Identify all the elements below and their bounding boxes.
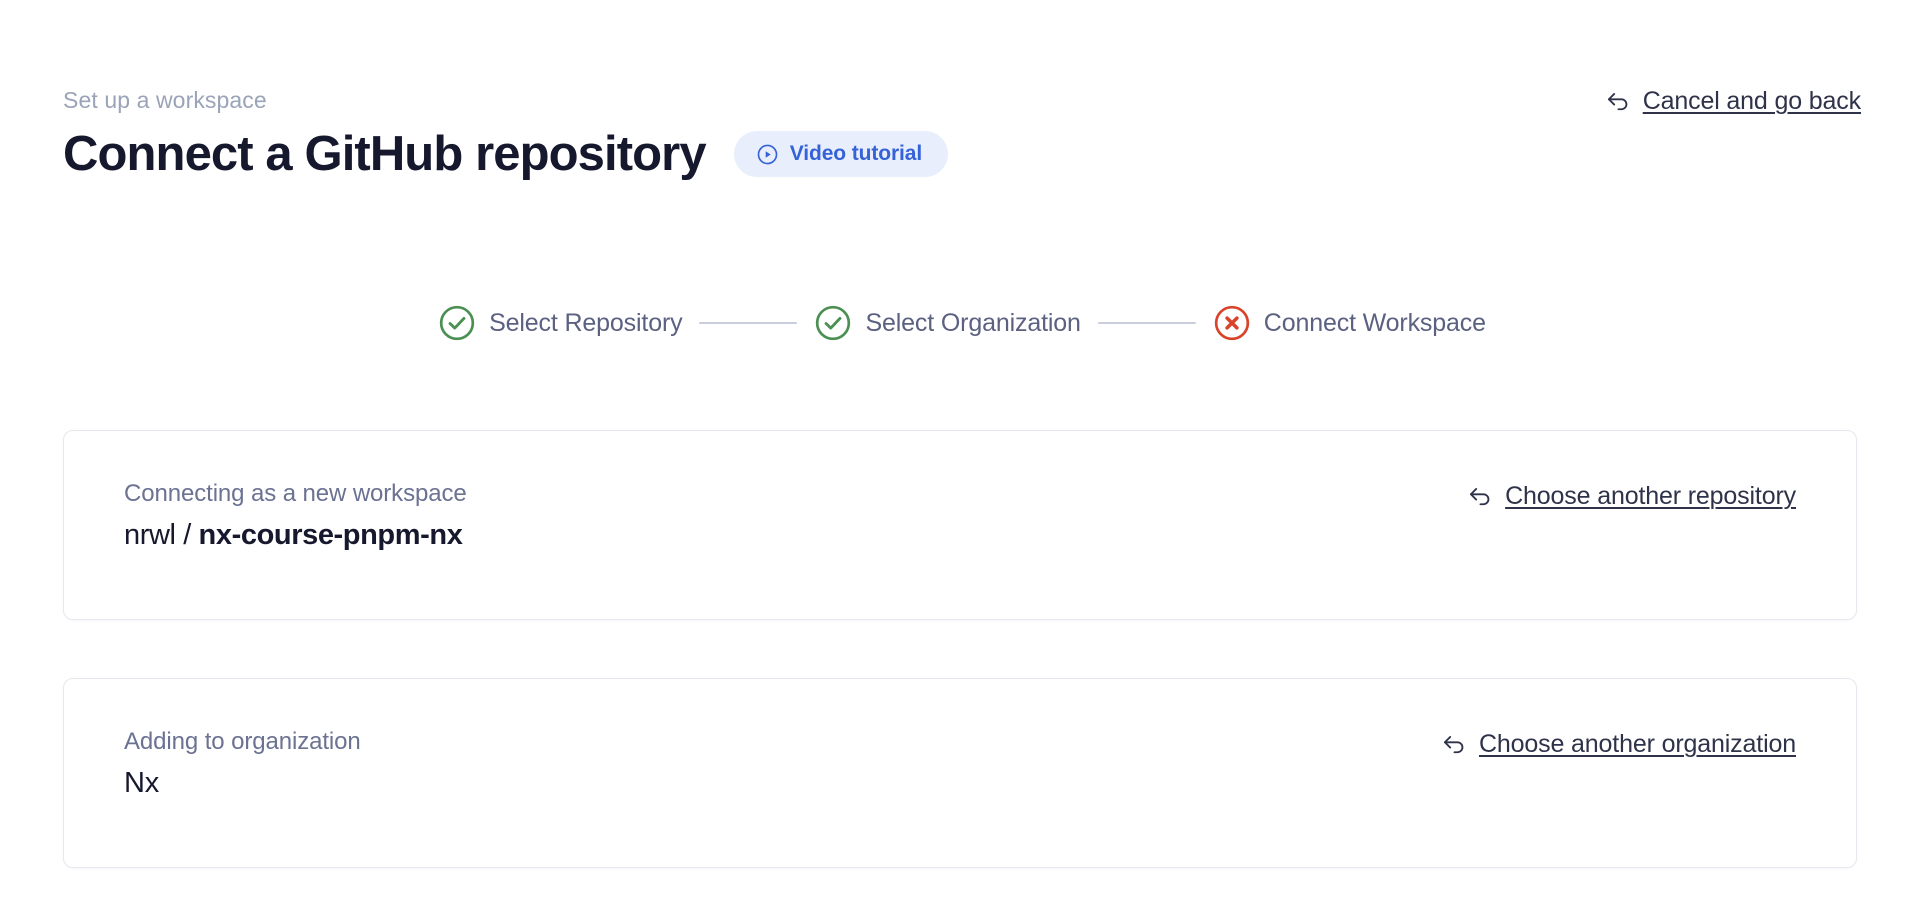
- stepper-step-select-organization[interactable]: Select Organization: [814, 304, 1081, 342]
- stepper-label-select-repository: Select Repository: [489, 309, 683, 337]
- choose-another-organization-link[interactable]: Choose another organization: [1441, 729, 1796, 759]
- organization-card-content: Adding to organization Nx: [124, 727, 361, 801]
- choose-another-repository-label: Choose another repository: [1505, 482, 1796, 510]
- repository-owner: nrwl /: [124, 519, 199, 551]
- page-title: Connect a GitHub repository: [63, 127, 707, 181]
- organization-card: Adding to organization Nx Choose another…: [63, 678, 1857, 868]
- progress-stepper: Select Repository Select Organization Co…: [0, 304, 1924, 342]
- repository-card: Connecting as a new workspace nrwl / nx-…: [63, 430, 1857, 620]
- arrow-uturn-left-icon: [1605, 88, 1631, 114]
- page-header: Set up a workspace Connect a GitHub repo…: [63, 86, 1861, 183]
- cancel-and-go-back-link[interactable]: Cancel and go back: [1605, 86, 1861, 116]
- repository-card-value: nrwl / nx-course-pnpm-nx: [124, 517, 467, 553]
- check-circle-icon: [438, 304, 476, 342]
- choose-another-organization-label: Choose another organization: [1478, 730, 1796, 758]
- repository-card-content: Connecting as a new workspace nrwl / nx-…: [124, 479, 467, 553]
- stepper-connector-2: [1097, 322, 1196, 324]
- video-tutorial-label: Video tutorial: [789, 142, 923, 165]
- title-row: Connect a GitHub repository Video tutori…: [63, 125, 1861, 183]
- repository-card-caption: Connecting as a new workspace: [124, 480, 467, 507]
- arrow-uturn-left-icon: [1467, 483, 1493, 509]
- repository-name: nx-course-pnpm-nx: [198, 519, 463, 551]
- play-circle-icon: [756, 143, 779, 166]
- check-circle-icon: [814, 304, 852, 342]
- stepper-label-select-organization: Select Organization: [865, 309, 1081, 337]
- page-eyebrow: Set up a workspace: [63, 87, 267, 113]
- stepper-connector-1: [699, 322, 798, 324]
- stepper-step-connect-workspace[interactable]: Connect Workspace: [1213, 304, 1486, 342]
- choose-another-repository-link[interactable]: Choose another repository: [1467, 481, 1796, 511]
- arrow-uturn-left-icon: [1441, 731, 1467, 757]
- organization-card-value: Nx: [124, 767, 160, 799]
- x-circle-icon: [1213, 304, 1251, 342]
- cancel-and-go-back-label: Cancel and go back: [1642, 87, 1861, 115]
- video-tutorial-button[interactable]: Video tutorial: [733, 131, 949, 177]
- stepper-label-connect-workspace: Connect Workspace: [1263, 309, 1486, 337]
- stepper-step-select-repository[interactable]: Select Repository: [438, 304, 683, 342]
- organization-card-caption: Adding to organization: [124, 728, 361, 755]
